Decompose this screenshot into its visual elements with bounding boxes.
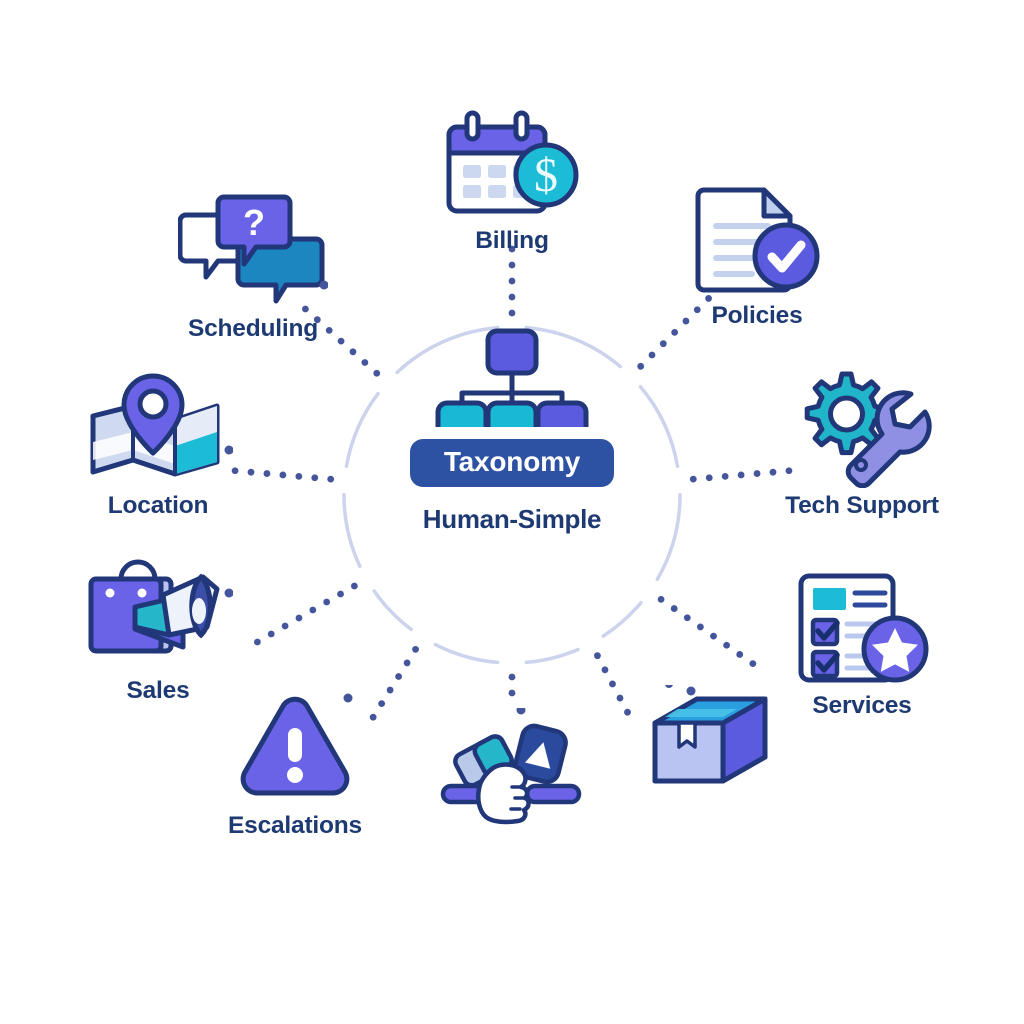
node-label-services: Services <box>812 692 912 719</box>
gear-wrench-icon <box>787 370 937 488</box>
node-label-location: Location <box>107 492 209 519</box>
org-tree-icon <box>422 315 602 446</box>
node-location[interactable]: Location <box>58 370 258 520</box>
hand-sorting-icon <box>435 708 585 826</box>
node-billing[interactable]: $ Billing <box>412 105 612 255</box>
calendar-dollar-icon: $ <box>437 105 587 223</box>
node-label-sales: Sales <box>126 677 190 704</box>
node-label-billing: Billing <box>475 227 549 254</box>
center-hub[interactable]: Taxonomy Human-Simple <box>332 315 692 535</box>
chat-bubbles-icon: ? <box>178 193 328 311</box>
svg-text:$: $ <box>534 149 558 202</box>
node-policies[interactable]: Policies <box>657 180 857 330</box>
warning-triangle-icon <box>220 690 370 808</box>
node-services[interactable]: Services <box>762 570 962 720</box>
orbit-arc <box>601 600 643 638</box>
node-label-scheduling: Scheduling <box>187 315 319 342</box>
node-label-escalations: Escalations <box>228 812 362 839</box>
document-check-icon <box>682 180 832 298</box>
node-label-policies: Policies <box>711 302 803 329</box>
spoke-sales <box>253 582 358 646</box>
taxonomy-badge[interactable]: Taxonomy <box>409 439 615 487</box>
node-package[interactable] <box>610 685 810 807</box>
spoke-billing <box>508 245 516 317</box>
node-sales[interactable]: Sales <box>58 555 258 705</box>
spoke-sorting <box>508 673 516 697</box>
bag-megaphone-icon <box>83 555 233 673</box>
checklist-star-icon <box>787 570 937 688</box>
orbit-arc <box>524 647 580 665</box>
map-pin-icon <box>83 370 233 488</box>
svg-text:?: ? <box>243 202 265 243</box>
node-escalations[interactable]: Escalations <box>195 690 395 840</box>
spoke-services <box>657 595 757 668</box>
package-box-icon <box>635 685 785 803</box>
orbit-arc <box>433 642 500 665</box>
node-label-tech-support: Tech Support <box>785 492 939 519</box>
node-scheduling[interactable]: ? Scheduling <box>153 193 353 343</box>
hub-subtitle: Human-Simple <box>422 504 602 534</box>
node-tech-support[interactable]: Tech Support <box>762 370 962 520</box>
node-sorting[interactable] <box>410 708 610 830</box>
orbit-arc <box>372 589 413 632</box>
